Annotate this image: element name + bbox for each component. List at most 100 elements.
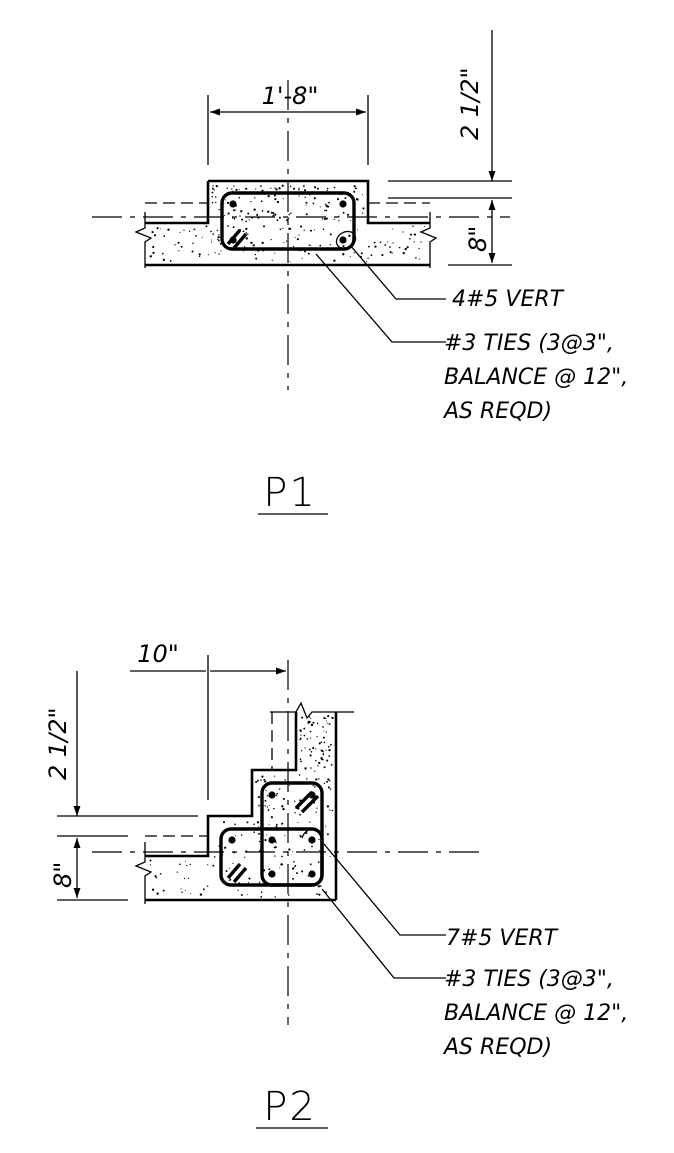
stipple-dot — [282, 197, 284, 200]
stipple-dot — [151, 231, 154, 234]
stipple-dot — [272, 214, 275, 217]
stipple-dot — [327, 205, 330, 208]
stipple-dot — [316, 722, 319, 725]
stipple-dot — [243, 250, 245, 252]
stipple-dot — [274, 187, 276, 189]
stipple-dot — [245, 237, 248, 240]
stipple-dot — [295, 807, 298, 809]
stipple-dot — [322, 228, 325, 231]
stipple-dot — [198, 253, 201, 256]
stipple-dot — [300, 760, 302, 763]
stipple-dot — [212, 185, 214, 187]
stipple-dot — [333, 218, 335, 221]
stipple-dot — [318, 761, 321, 765]
stipple-dot — [210, 239, 212, 241]
stipple-dot — [210, 230, 212, 233]
stipple-dot — [301, 257, 303, 259]
stipple-dot — [315, 748, 317, 750]
stipple-dot — [153, 234, 157, 237]
stipple-dot — [278, 788, 281, 790]
stipple-dot — [211, 191, 214, 194]
stipple-dot — [279, 867, 281, 869]
stipple-dot — [418, 258, 420, 260]
stipple-dot — [333, 259, 336, 262]
stipple-dot — [303, 229, 305, 231]
stipple-dot — [305, 832, 308, 835]
stipple-dot — [262, 793, 264, 795]
stipple-dot — [424, 225, 426, 228]
stipple-dot — [315, 759, 317, 762]
stipple-dot — [282, 227, 284, 229]
stipple-dot — [245, 232, 248, 234]
stipple-dot — [288, 213, 291, 216]
stipple-dot — [331, 716, 334, 720]
stipple-dot — [311, 845, 313, 848]
stipple-dot — [318, 838, 320, 841]
stipple-dot — [348, 234, 351, 237]
stipple-dot — [329, 233, 332, 236]
stipple-dot — [286, 219, 289, 222]
stipple-dot — [256, 213, 259, 217]
stipple-dot — [303, 189, 307, 192]
stipple-dot — [301, 750, 303, 752]
stipple-dot — [247, 212, 250, 215]
stipple-dot — [325, 731, 327, 733]
stipple-dot — [241, 870, 243, 872]
stipple-dot — [259, 849, 262, 853]
stipple-dot — [353, 185, 356, 188]
stipple-dot — [227, 212, 230, 215]
stipple-dot — [317, 765, 319, 767]
stipple-dot — [318, 778, 320, 780]
stipple-dot — [301, 716, 304, 719]
stipple-dot — [298, 195, 300, 197]
stipple-dot — [261, 241, 264, 245]
stipple-dot — [292, 828, 295, 831]
stipple-dot — [218, 845, 220, 847]
stipple-dot — [254, 197, 256, 199]
stipple-dot — [310, 718, 312, 720]
stipple-dot — [267, 194, 270, 198]
stipple-dot — [300, 225, 303, 228]
stipple-dot — [289, 784, 291, 787]
stipple-dot — [234, 247, 236, 249]
p2-vertical-bars-label: 7#5 VERT — [446, 926, 559, 951]
rebar-dot — [339, 200, 347, 208]
stipple-dot — [331, 809, 334, 812]
stipple-dot — [322, 736, 325, 739]
stipple-dot — [215, 184, 218, 188]
stipple-dot — [325, 825, 327, 827]
stipple-dot — [241, 218, 244, 221]
stipple-dot — [230, 248, 233, 251]
stipple-dot — [324, 717, 327, 720]
stipple-dot — [226, 187, 228, 190]
stipple-dot — [152, 251, 155, 255]
stipple-dot — [325, 209, 328, 212]
stipple-dot — [299, 729, 302, 732]
stipple-dot — [309, 748, 311, 751]
stipple-dot — [255, 780, 258, 784]
stipple-dot — [327, 778, 330, 781]
stipple-dot — [310, 800, 312, 802]
p1-height-dimension: 2 1/2" — [388, 30, 512, 199]
stipple-dot — [270, 816, 273, 819]
stipple-dot — [413, 233, 417, 236]
p2-width-label: 10" — [137, 640, 179, 668]
stipple-dot — [315, 811, 317, 813]
stipple-dot — [404, 249, 406, 251]
stipple-dot — [299, 737, 302, 740]
stipple-dot — [415, 257, 417, 259]
stipple-dot — [313, 229, 316, 231]
stipple-dot — [190, 893, 192, 895]
stipple-dot — [296, 249, 298, 251]
stipple-dot — [268, 824, 270, 826]
stipple-dot — [379, 241, 382, 244]
stipple-dot — [348, 192, 350, 195]
p2-width-dimension: 10" — [130, 640, 286, 800]
stipple-dot — [258, 832, 260, 835]
stipple-dot — [346, 213, 350, 216]
stipple-dot — [239, 215, 241, 217]
stipple-dot — [246, 821, 249, 824]
stipple-dot — [207, 254, 209, 256]
rebar-dot — [339, 236, 347, 244]
stipple-dot — [272, 215, 274, 217]
